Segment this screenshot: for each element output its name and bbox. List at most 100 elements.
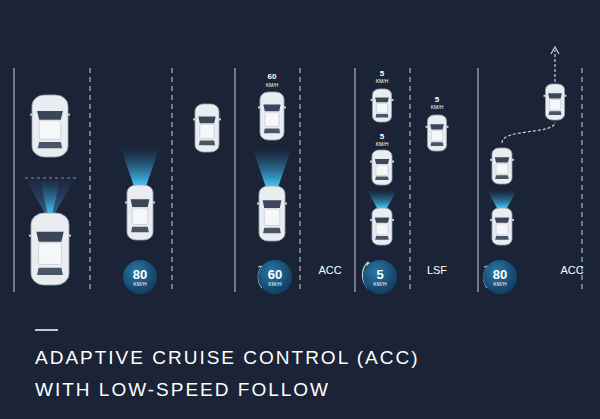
- rear-window: [431, 142, 444, 146]
- sensor-beam: [253, 148, 292, 186]
- rear-window: [199, 140, 215, 145]
- rear-window: [495, 236, 509, 240]
- mirror: [370, 219, 373, 221]
- mirror: [284, 203, 287, 205]
- mirror: [511, 219, 514, 221]
- mode-label: LSF: [427, 265, 447, 276]
- speed-unit: KM/H: [376, 142, 389, 147]
- car: [371, 89, 394, 122]
- radar-cone: [40, 180, 60, 215]
- speed-dial: 5KM/H: [363, 260, 397, 294]
- rear-window: [131, 227, 149, 233]
- roof: [132, 208, 148, 225]
- windshield: [37, 111, 63, 120]
- mirror: [391, 161, 394, 163]
- rear-window: [264, 128, 280, 133]
- radar-cone: [26, 180, 74, 215]
- car: [370, 208, 394, 245]
- car: [29, 213, 71, 285]
- car-body: [492, 208, 512, 245]
- car-body: [372, 150, 392, 185]
- mirror: [371, 99, 374, 101]
- roof: [376, 103, 387, 113]
- mirror: [257, 203, 260, 205]
- mirror: [490, 219, 493, 221]
- car: [490, 208, 514, 245]
- roof: [549, 99, 560, 110]
- mirror: [67, 114, 70, 116]
- speed-label: 5: [435, 96, 439, 104]
- speed-value: 5: [376, 268, 383, 281]
- car-body: [32, 95, 68, 157]
- rear-window: [263, 228, 281, 234]
- windshield: [375, 98, 389, 103]
- roof: [39, 121, 61, 140]
- speed-unit: KM/H: [133, 282, 147, 287]
- mirror: [152, 202, 155, 204]
- car: [30, 95, 70, 157]
- mirror: [258, 106, 261, 108]
- speed-value: 80: [493, 268, 507, 281]
- mirror: [30, 114, 33, 116]
- roof: [496, 224, 508, 235]
- speed-label: 5: [380, 133, 384, 141]
- car-body: [372, 208, 392, 245]
- speed-value: 80: [133, 268, 147, 281]
- windshield: [263, 104, 280, 111]
- rear-window: [37, 268, 63, 275]
- car-body: [428, 115, 447, 151]
- mirror: [193, 118, 196, 120]
- car: [193, 104, 221, 152]
- mode-label: ACC: [318, 265, 341, 276]
- mirror: [511, 159, 514, 161]
- windshield: [495, 218, 509, 223]
- diagram-title: ADAPTIVE CRUISE CONTROL (ACC) WITH LOW-S…: [35, 342, 475, 406]
- rear-window: [495, 175, 509, 179]
- roof: [496, 163, 508, 174]
- car-body: [127, 185, 153, 240]
- mirror: [446, 126, 449, 128]
- mirror: [391, 99, 394, 101]
- speed-label: 60: [268, 73, 277, 81]
- roof: [376, 165, 388, 176]
- mirror: [125, 202, 128, 204]
- mirror: [29, 235, 32, 237]
- rear-window: [375, 236, 389, 240]
- rear-window: [549, 111, 562, 115]
- car: [125, 185, 155, 240]
- windshield: [375, 218, 389, 223]
- speed-value: 60: [268, 268, 282, 281]
- roof: [39, 243, 62, 265]
- speed-dial: 80KM/H: [483, 260, 517, 294]
- windshield: [36, 232, 63, 242]
- car: [370, 150, 394, 185]
- roof: [376, 224, 388, 235]
- speed-unit: KM/H: [376, 79, 389, 84]
- mirror: [68, 235, 71, 237]
- mirror: [370, 161, 373, 163]
- sensor-beam: [367, 190, 397, 208]
- windshield: [263, 200, 282, 208]
- car: [258, 92, 286, 140]
- car-body: [31, 213, 69, 285]
- car: [490, 148, 514, 184]
- sensor-beam: [487, 190, 517, 208]
- roof: [265, 112, 279, 126]
- car-body: [259, 186, 285, 241]
- car-body: [492, 148, 512, 184]
- speed-unit: KM/H: [266, 83, 279, 88]
- car: [544, 84, 567, 120]
- car-body: [373, 89, 392, 122]
- car: [257, 186, 287, 241]
- windshield: [430, 124, 444, 129]
- roof: [431, 130, 442, 141]
- rear-window: [375, 177, 389, 181]
- windshield: [131, 199, 150, 207]
- speed-label: 5: [380, 70, 384, 78]
- windshield: [548, 93, 562, 98]
- rear-window: [376, 114, 389, 117]
- mirror: [283, 106, 286, 108]
- speed-unit: KM/H: [431, 105, 444, 110]
- car-body: [546, 84, 565, 120]
- mirror: [564, 95, 567, 97]
